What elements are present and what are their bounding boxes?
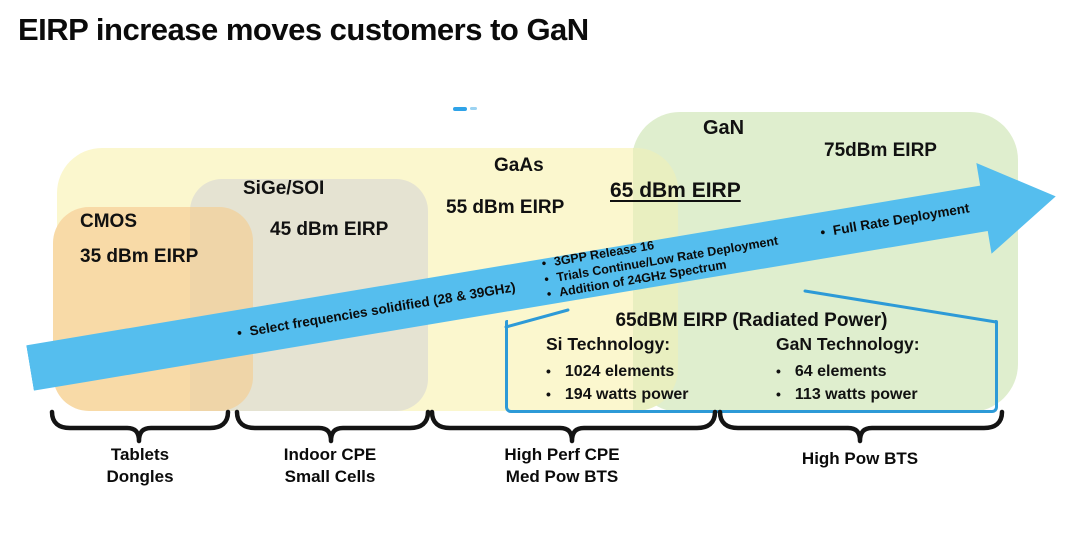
gan-label: GaN xyxy=(703,117,745,139)
technology-comparison-callout: 65dBM EIRP (Radiated Power) Si Technolog… xyxy=(505,310,998,413)
gan-technology-column: GaN Technology: 64 elements 113 watts po… xyxy=(776,334,920,406)
segment-line: High Perf CPE xyxy=(504,445,620,464)
si-technology-heading: Si Technology: xyxy=(546,334,671,354)
segment-label-high-pow-bts: High Pow BTS xyxy=(802,448,918,470)
page-title: EIRP increase moves customers to GaN xyxy=(18,12,589,47)
sige-eirp-label: 45 dBm EIRP xyxy=(270,219,389,240)
gan-technology-item: 113 watts power xyxy=(776,383,920,406)
segment-line: High Pow BTS xyxy=(801,449,919,468)
brace-high-pow-bts xyxy=(717,409,1005,444)
brace-indoor-cpe xyxy=(234,409,431,444)
cmos-eirp-label: 35 dBm EIRP xyxy=(80,246,199,267)
gan-technology-heading: GaN Technology: xyxy=(776,334,920,354)
segment-line: Dongles xyxy=(106,467,174,486)
segment-line: Indoor CPE xyxy=(283,445,377,464)
si-technology-column: Si Technology: 1024 elements 194 watts p… xyxy=(546,334,689,406)
blue-dash-decoration-small xyxy=(470,107,477,110)
gaas-label: GaAs xyxy=(494,155,544,176)
segment-line: Tablets xyxy=(110,445,170,464)
blue-dash-decoration xyxy=(453,107,467,111)
segment-label-tablets-dongles: Tablets Dongles xyxy=(106,444,173,488)
brace-tablets-dongles xyxy=(49,409,231,444)
gan-technology-item: 64 elements xyxy=(776,360,920,383)
callout-title: 65dBM EIRP (Radiated Power) xyxy=(615,310,888,331)
gaas-eirp-label: 55 dBm EIRP xyxy=(446,197,565,218)
si-technology-item: 1024 elements xyxy=(546,360,689,383)
brace-high-perf-cpe xyxy=(429,409,718,444)
si-technology-item: 194 watts power xyxy=(546,383,689,406)
eirp-65-label: 65 dBm EIRP xyxy=(610,179,741,202)
cmos-sige-overlap xyxy=(190,207,253,411)
cmos-label: CMOS xyxy=(80,211,137,232)
sige-label: SiGe/SOI xyxy=(243,178,325,199)
segment-line: Small Cells xyxy=(284,467,376,486)
segment-label-indoor-cpe: Indoor CPE Small Cells xyxy=(284,444,377,488)
segment-label-high-perf-cpe: High Perf CPE Med Pow BTS xyxy=(504,444,619,488)
gan-eirp-label: 75dBm EIRP xyxy=(824,140,937,161)
segment-line: Med Pow BTS xyxy=(505,467,619,486)
